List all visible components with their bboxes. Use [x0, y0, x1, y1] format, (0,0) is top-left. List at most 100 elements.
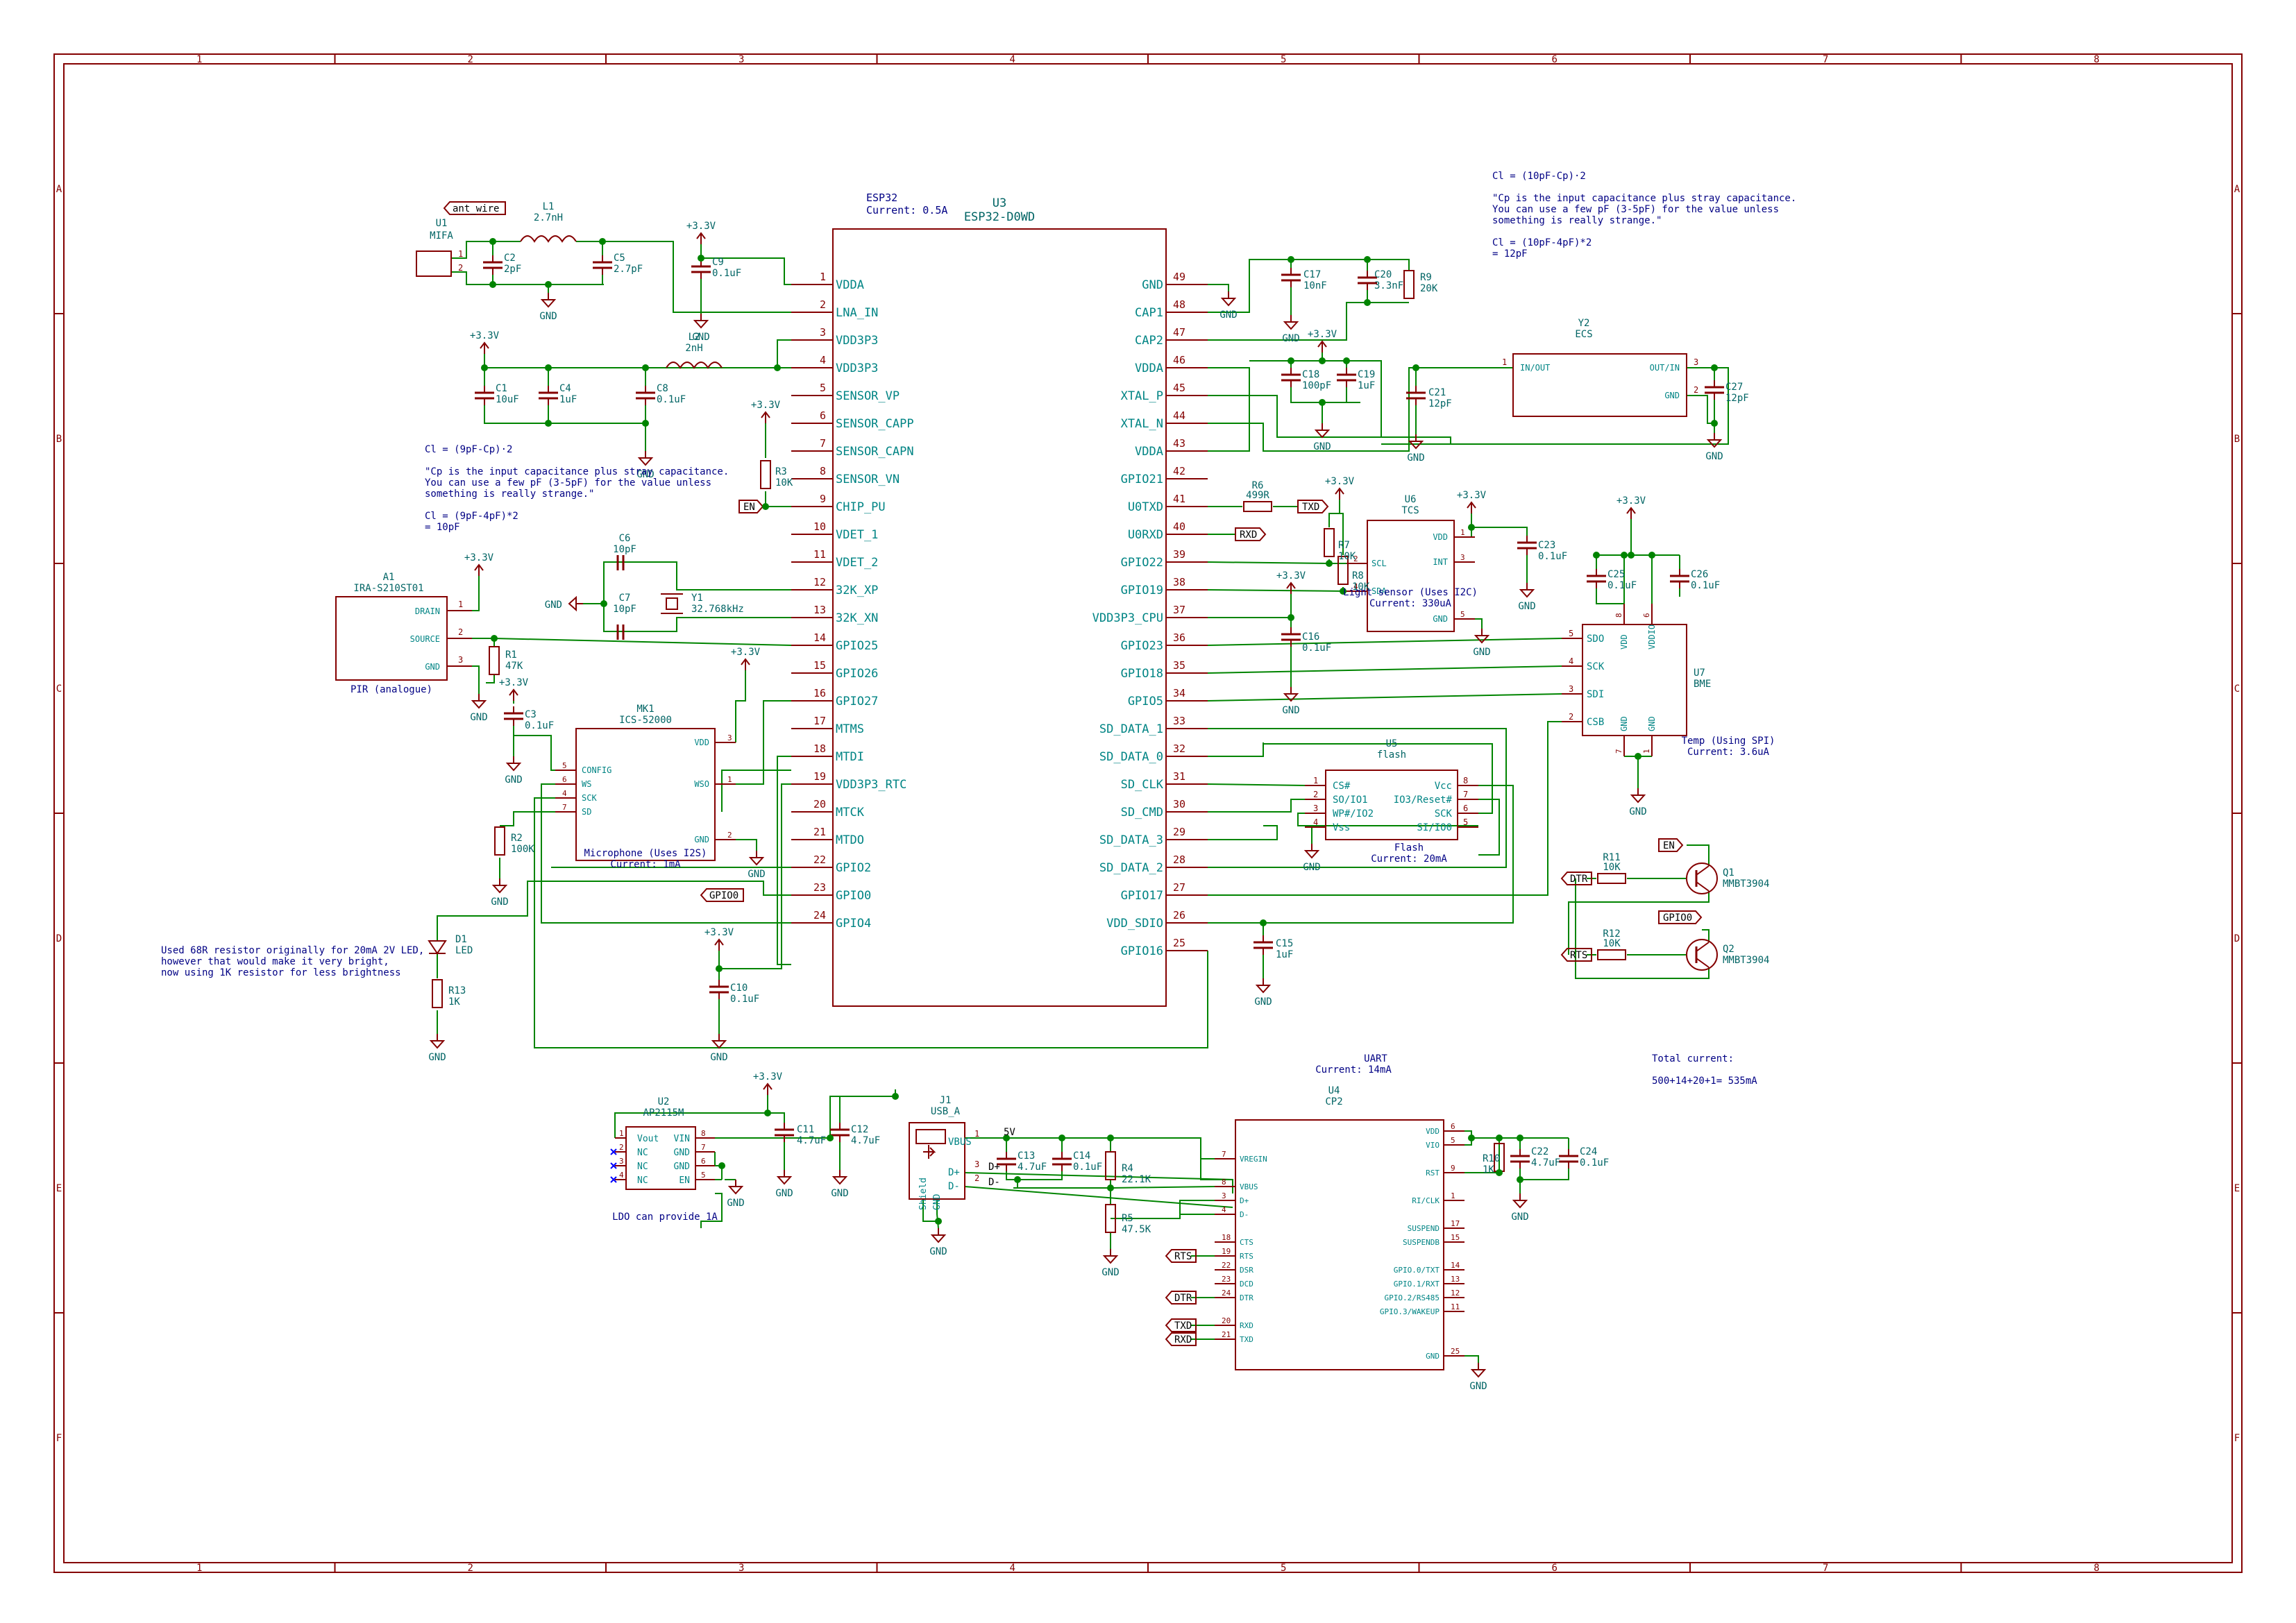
c23-capacitor: [1516, 534, 1538, 556]
u3-pin-name: SENSOR_VN: [836, 473, 900, 486]
wire: [1207, 783, 1306, 786]
junction-dot: [1468, 1135, 1475, 1141]
u3-pin-name: GPIO2: [836, 861, 871, 875]
u4-pin-number: 3: [1222, 1191, 1226, 1200]
wire: [1478, 799, 1500, 856]
column-number: 8: [2094, 54, 2100, 65]
wire: [451, 241, 493, 259]
r7-value: 10K: [1338, 551, 1356, 562]
cl-note-line: You can use a few pF (3-5pF) for the val…: [425, 477, 711, 488]
junction-dot: [1319, 399, 1326, 406]
r6-ref: R6: [1252, 480, 1264, 491]
q1-emitter: [1696, 881, 1710, 892]
c2-ref: C2: [504, 253, 516, 264]
u7-pin-number: 3: [1569, 684, 1573, 694]
u3-pin-name: SD_DATA_1: [1099, 722, 1163, 736]
power-symbol: [761, 411, 770, 424]
u4-pin-number: 21: [1222, 1330, 1231, 1339]
junction-dot: [1340, 588, 1347, 595]
u6-value: TCS: [1401, 505, 1419, 516]
c13-ref: C13: [1018, 1150, 1035, 1162]
column-number: 2: [468, 1563, 473, 1574]
u6-current: Current: 330uA: [1369, 598, 1452, 609]
row-letter: C: [56, 683, 62, 695]
led-note-line: Used 68R resistor originally for 20mA 2V…: [161, 945, 424, 956]
u3-pin-number: 42: [1173, 465, 1185, 477]
u3-pin-number: 19: [813, 770, 826, 783]
u4-pin-name: D-: [1240, 1210, 1249, 1219]
u3-pin-name: GPIO23: [1121, 639, 1163, 653]
gnd-label: GND: [539, 311, 557, 322]
u5-value: flash: [1377, 749, 1406, 760]
u3-pin-name: MTDO: [836, 833, 864, 847]
u7-current: Current: 3.6uA: [1687, 747, 1770, 758]
junction-dot: [1288, 614, 1294, 621]
column-number: 1: [196, 1563, 202, 1574]
c25-value: 0.1uF: [1607, 580, 1637, 591]
row-letter: F: [56, 1433, 62, 1444]
c10-capacitor: [708, 978, 730, 1001]
c24-value: 0.1uF: [1580, 1157, 1609, 1169]
r12-ref: R12: [1603, 928, 1620, 940]
u5-pin-name: SCK: [1435, 808, 1453, 819]
r4-ref: R4: [1122, 1163, 1133, 1174]
u6-pin-name: GND: [1433, 614, 1448, 624]
u4-pin-name: TXD: [1240, 1335, 1253, 1344]
u3-pin-name: VDDA: [836, 278, 864, 292]
r4-resistor: [1105, 1151, 1116, 1180]
c4-ref: C4: [559, 383, 571, 394]
u5-pin-number: 8: [1463, 776, 1468, 785]
u4-pin-name: VDD: [1426, 1127, 1440, 1136]
u3-pin-number: 2: [820, 298, 826, 311]
junction-dot: [1593, 552, 1600, 559]
u3-pin-name: GPIO16: [1121, 944, 1163, 958]
u3-pin-name: CAP2: [1135, 334, 1163, 348]
c5-value: 2.7pF: [614, 264, 643, 275]
row-letter: A: [2234, 184, 2240, 195]
u7-ref: U7: [1694, 668, 1705, 679]
u7-pin-name: SCK: [1587, 661, 1605, 672]
u3-pin-number: 34: [1173, 687, 1185, 699]
junction-dot: [1107, 1184, 1114, 1191]
u3-pin-name: GPIO21: [1121, 473, 1163, 486]
y2-pin-gnd: GND: [1664, 391, 1680, 400]
wire: [514, 735, 555, 771]
d1-ref: D1: [455, 934, 467, 945]
column-number: 6: [1552, 1563, 1558, 1574]
u3-pin-number: 16: [813, 687, 826, 699]
c12-value: 4.7uF: [851, 1135, 880, 1146]
r7-resistor: [1324, 528, 1335, 557]
u7-pin-number: 1: [1642, 749, 1651, 754]
u3-pin-number: 3: [820, 326, 826, 339]
wire: [735, 670, 746, 742]
power-label: +3.3V: [1457, 490, 1487, 501]
wire: [1381, 259, 1410, 271]
c6-value: 10pF: [613, 544, 636, 555]
cl-note-line: = 10pF: [425, 522, 460, 533]
ground-symbol: [1315, 423, 1329, 438]
ground-symbol: [931, 1227, 945, 1243]
c18-value: 100pF: [1302, 380, 1331, 391]
wire: [700, 1193, 723, 1228]
r3-ref: R3: [775, 466, 787, 477]
wire: [964, 1186, 1233, 1208]
row-letter: F: [2234, 1433, 2240, 1444]
junction-dot: [718, 1162, 725, 1169]
u3-pin-number: 44: [1173, 409, 1185, 422]
global-label-text: GPIO0: [1663, 912, 1692, 924]
u3-pin-number: 39: [1173, 548, 1185, 561]
c10-ref: C10: [730, 983, 748, 994]
l1-inductor: [520, 235, 577, 243]
c23-value: 0.1uF: [1538, 551, 1567, 562]
u4-pin-number: 14: [1451, 1261, 1460, 1270]
q1-collector: [1696, 865, 1710, 876]
u4-pin-number: 17: [1451, 1219, 1460, 1228]
mk1-pin-name: GND: [694, 835, 709, 844]
global-label: [1658, 838, 1684, 852]
wire: [1687, 844, 1710, 866]
gnd-label: GND: [1705, 451, 1723, 462]
u6-pin-name: SDA: [1371, 586, 1387, 596]
junction-dot: [1496, 1169, 1503, 1176]
u5-flash-body: [1325, 770, 1458, 840]
c27-value: 12pF: [1725, 393, 1749, 404]
